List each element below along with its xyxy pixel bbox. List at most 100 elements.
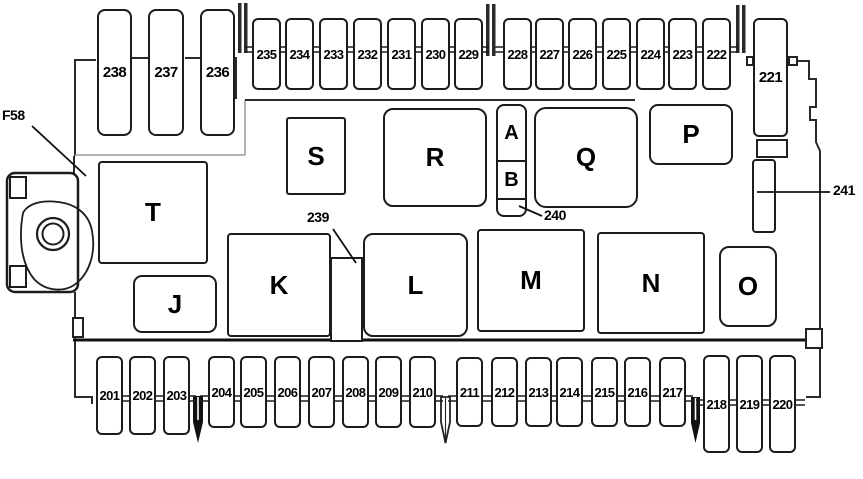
fuse-216: 216: [624, 357, 651, 427]
grommet-inner-ring: [41, 222, 65, 246]
fuse-213: 213: [525, 357, 552, 427]
fuse-link-tab: [729, 46, 739, 53]
relay-R: R: [383, 108, 487, 207]
relay-J: J: [133, 275, 217, 333]
relay-S: S: [286, 117, 346, 195]
relay-letter: L: [407, 269, 424, 300]
fuse-204: 204: [208, 356, 235, 428]
fuse-number: 232: [357, 46, 378, 62]
bracket-clip-top: [9, 176, 27, 199]
relay-T: T: [98, 161, 208, 264]
relay-letter: A: [504, 121, 519, 144]
fuse-number: 219: [739, 396, 760, 412]
fuse-221: 221: [753, 18, 788, 137]
relay-letter: B: [504, 168, 519, 191]
fuse-number: 236: [205, 64, 230, 81]
fuse-link-tab: [334, 395, 343, 402]
fuse-234: 234: [285, 18, 314, 90]
fuse-number: 213: [528, 384, 549, 400]
fuse-223: 223: [668, 18, 697, 90]
fuse-number: 206: [277, 384, 298, 400]
fuse-number: 203: [166, 388, 187, 403]
callout-239-label: 239: [307, 209, 329, 225]
callout-241-label: 241: [833, 182, 855, 198]
fuse-number: 217: [662, 384, 683, 400]
top-connector-pins: [238, 3, 746, 56]
relay-K: K: [227, 233, 331, 337]
fuse-202: 202: [129, 356, 156, 435]
fuse-number: 214: [559, 384, 580, 400]
fuse-link-tab: [200, 395, 209, 402]
body-ledge-line: [75, 100, 246, 156]
fuse-number: 226: [572, 46, 593, 62]
relay-letter: P: [682, 119, 700, 149]
fuse-number: 223: [672, 46, 693, 62]
bottom-connector-pins: [193, 396, 700, 444]
fuse-number: 229: [458, 46, 479, 62]
fuse-224: 224: [636, 18, 665, 90]
fuse-number: 216: [627, 384, 648, 400]
fuse-228: 228: [503, 18, 532, 90]
fuse-link-tab: [300, 395, 309, 402]
fuse-number: 235: [256, 46, 277, 62]
fuse-219: 219: [736, 355, 763, 453]
pin-bar: [486, 4, 490, 56]
fuse-link-tab: [448, 395, 457, 402]
fuse-205: 205: [240, 356, 267, 428]
fuse-number: 211: [459, 384, 480, 400]
grommet-blob: [20, 200, 95, 291]
relay-O: O: [719, 246, 777, 327]
left-edge-tab: [72, 317, 84, 338]
fuse-link-tab: [582, 395, 592, 402]
fuse-206: 206: [274, 356, 301, 428]
fuse-number: 207: [311, 384, 332, 400]
fuse-link-tab: [650, 395, 660, 402]
fuse-218: 218: [703, 355, 730, 453]
fuse-number: 205: [243, 384, 264, 400]
fuse-233: 233: [319, 18, 348, 90]
fuse-231: 231: [387, 18, 416, 90]
fuse-211: 211: [456, 357, 483, 427]
fuse-237: 237: [148, 9, 184, 136]
fuse-209: 209: [375, 356, 402, 428]
fuse-241-box: [752, 159, 776, 233]
pin-bar: [244, 3, 248, 53]
connector-below-221: [756, 139, 788, 158]
fuse-number: 228: [507, 46, 528, 62]
fuse-number: 212: [494, 384, 515, 400]
fuse-number: 233: [323, 46, 344, 62]
body-topleft-edge: [74, 59, 96, 156]
relay-A: A: [498, 106, 525, 160]
fuse-number: 201: [99, 388, 120, 403]
pin-bar: [736, 5, 740, 53]
pin-bar: [238, 3, 242, 53]
relay-letter: N: [641, 267, 661, 298]
fuse-230: 230: [421, 18, 450, 90]
fuse-link-tab: [266, 395, 275, 402]
fuse-number: 234: [289, 46, 310, 62]
connector-239-box: [330, 257, 363, 342]
relay-letter: J: [167, 288, 183, 319]
relay-letter: R: [425, 142, 445, 172]
fuse-number: 202: [132, 388, 153, 403]
fuse-number: 210: [412, 384, 433, 400]
fuse-210: 210: [409, 356, 436, 428]
fuse-number: 209: [378, 384, 399, 400]
relay-letter: M: [520, 265, 542, 295]
relay-B: B: [498, 160, 525, 198]
fuse-232: 232: [353, 18, 382, 90]
bracket-clip-bottom: [9, 265, 27, 288]
fuse-number: 237: [154, 64, 178, 81]
fuse-link-tab: [482, 395, 492, 402]
relay-P: P: [649, 104, 733, 165]
callout-240-label: 240: [544, 207, 566, 223]
fuse-212: 212: [491, 357, 518, 427]
fuse-number: 230: [425, 46, 446, 62]
fuse-236: 236: [200, 9, 235, 136]
relay-M: M: [477, 229, 585, 332]
fuse-number: 227: [539, 46, 560, 62]
clip-bottom-right: [805, 328, 823, 349]
fuse-238: 238: [97, 9, 132, 136]
